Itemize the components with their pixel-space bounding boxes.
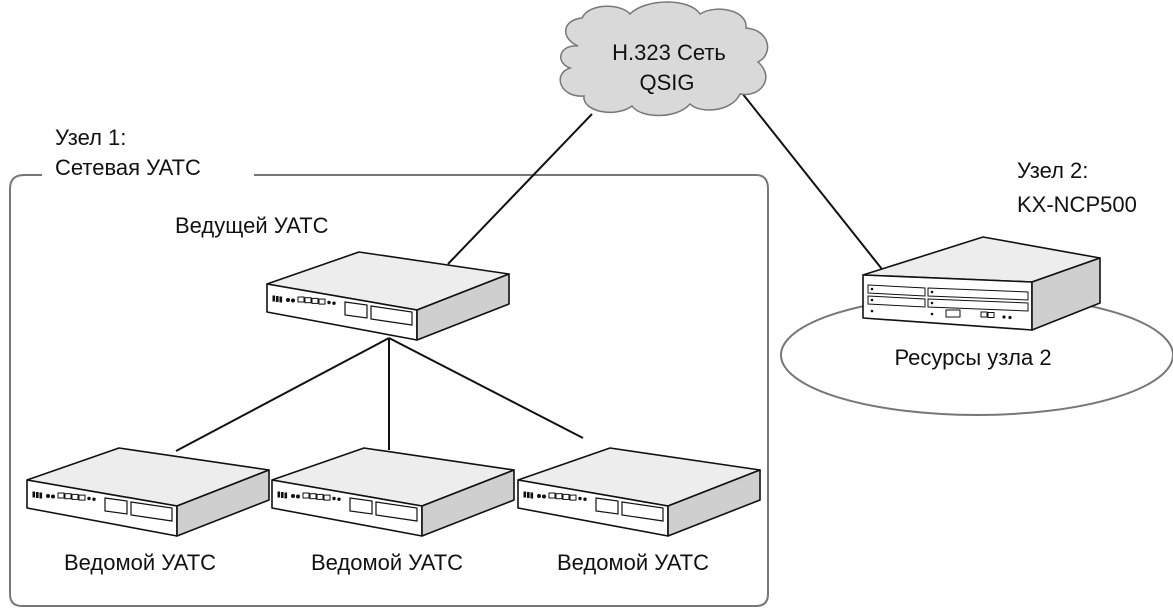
link-master-slave-left: [175, 337, 390, 452]
master-pbx-label: Ведущей УАТС: [175, 213, 329, 238]
cloud-label-line1: H.323 Сеть: [612, 40, 726, 65]
kx-ncp500-device: [862, 236, 1101, 331]
slave-pbx-label-center: Ведомой УАТС: [311, 550, 463, 575]
slave-pbx-device-right: [517, 447, 761, 537]
slave-pbx-device-left: [26, 447, 270, 537]
node2-title-line1: Узел 2:: [1017, 158, 1088, 183]
node1-frame: [9, 174, 769, 607]
link-cloud-node2: [741, 92, 894, 284]
connection-lines: [175, 92, 894, 452]
cloud-label-line2: QSIG: [639, 70, 694, 95]
master-pbx-device: [266, 251, 510, 341]
link-master-slave-right: [388, 337, 584, 439]
slave-pbx-label-right: Ведомой УАТС: [557, 550, 709, 575]
node2-resources-label: Ресурсы узла 2: [894, 345, 1051, 370]
link-master-cloud: [447, 113, 593, 265]
h323-network-cloud: H.323 Сеть QSIG: [559, 1, 769, 117]
slave-pbx-device-center: [271, 447, 515, 537]
slave-pbx-label-left: Ведомой УАТС: [64, 550, 216, 575]
node2-title-line2: KX-NCP500: [1017, 192, 1137, 217]
node1-title-line1: Узел 1:: [55, 125, 126, 150]
node1-title-line2: Сетевая УАТС: [55, 155, 201, 180]
